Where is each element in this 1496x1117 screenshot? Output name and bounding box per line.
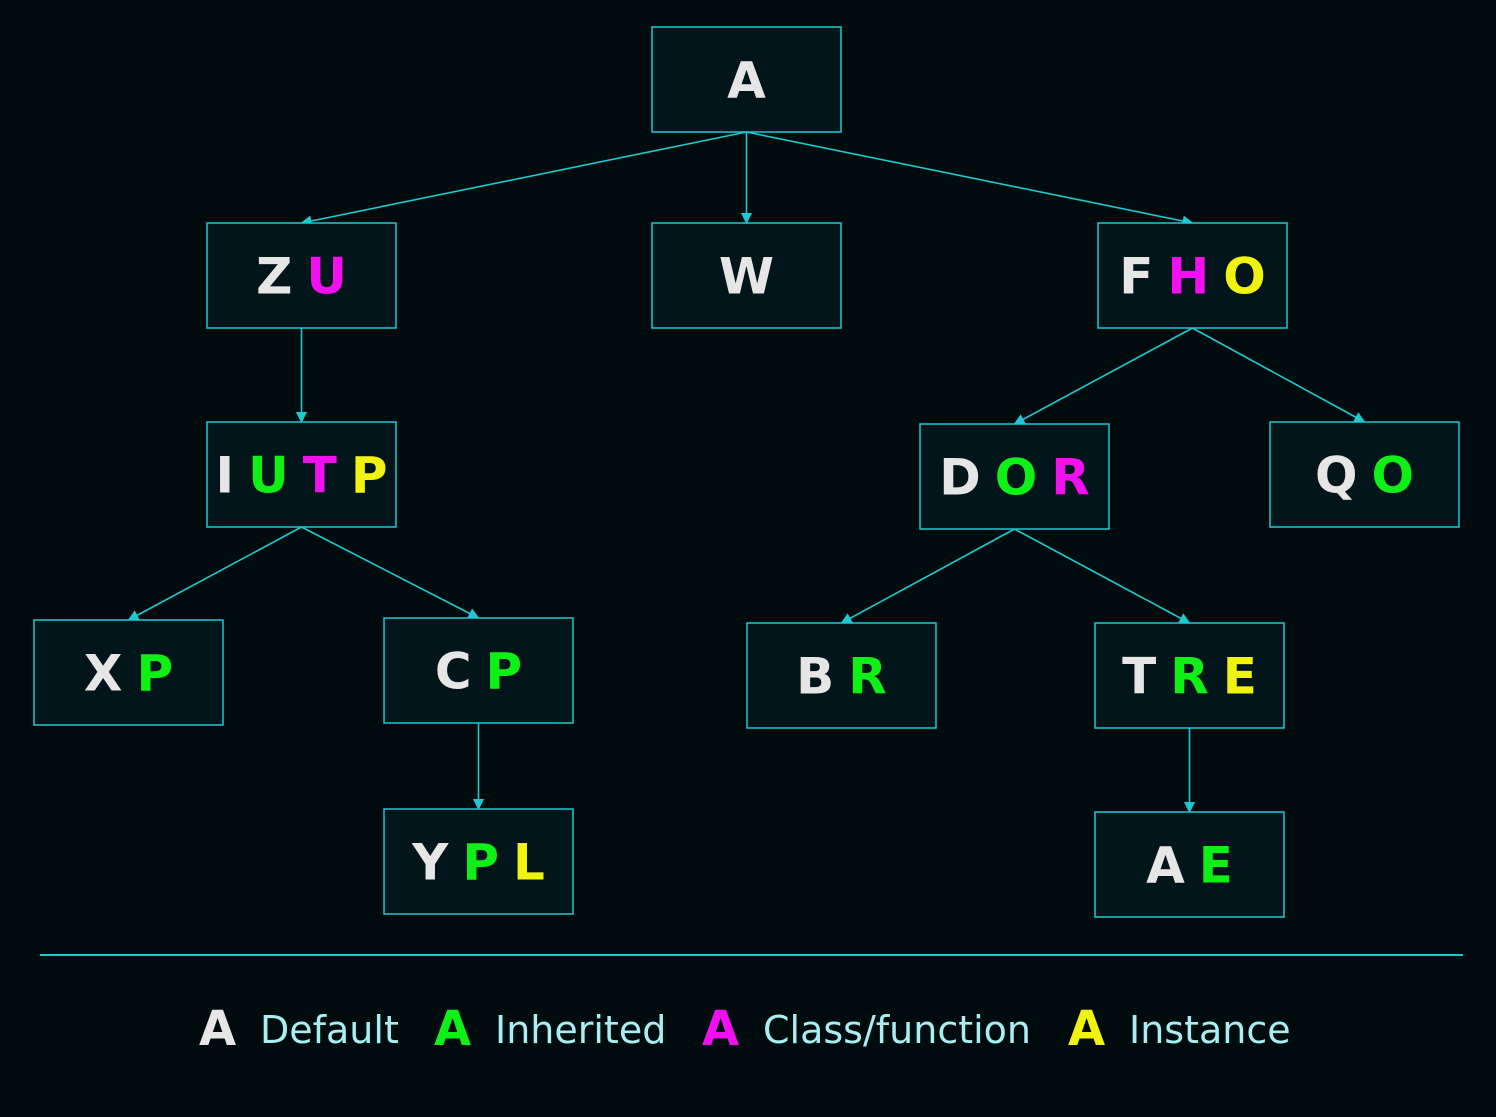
legend-label: Default — [260, 1008, 399, 1052]
node-token-inherited: U — [248, 447, 289, 505]
node-token-inherited: O — [995, 449, 1038, 507]
edge-n1-n2 — [300, 131, 747, 227]
legend-swatch: A — [434, 1001, 471, 1057]
edge-n4-n6 — [1013, 327, 1193, 425]
edge-n6-n10 — [840, 528, 1015, 624]
node-box — [746, 622, 937, 729]
node-label: W — [719, 248, 774, 306]
tree-node: A — [651, 26, 842, 133]
node-token-default: B — [796, 648, 834, 706]
node-box — [383, 808, 574, 915]
node-token-instance: O — [1223, 248, 1266, 306]
edges — [127, 131, 1366, 814]
node-token-default: A — [727, 52, 766, 110]
node-box — [651, 222, 842, 329]
node-label: A — [727, 52, 766, 110]
node-token-inherited: P — [462, 834, 499, 892]
node-token-instance: E — [1223, 648, 1257, 706]
node-box — [1094, 811, 1285, 918]
node-token-default: Q — [1315, 447, 1358, 505]
tree-node: W — [651, 222, 842, 329]
node-token-default: A — [1146, 837, 1185, 895]
legend-item-inherited: A Inherited — [434, 1001, 666, 1057]
legend-item-class_function: A Class/function — [702, 1001, 1031, 1057]
node-token-inherited: O — [1372, 447, 1415, 505]
node-token-inherited: R — [848, 648, 887, 706]
node-token-default: W — [719, 248, 774, 306]
node-token-class_function: U — [306, 248, 347, 306]
node-box — [33, 619, 224, 726]
node-box — [206, 421, 397, 528]
edge-n5-n9 — [301, 526, 480, 619]
node-token-default: Z — [256, 248, 292, 306]
node-box — [206, 222, 397, 329]
edge-n6-n11 — [1014, 528, 1191, 624]
edge-n5-n8 — [127, 526, 302, 621]
node-token-class_function: R — [1051, 449, 1090, 507]
node-token-default: F — [1119, 248, 1153, 306]
node-token-instance: L — [513, 834, 545, 892]
legend-item-instance: A Instance — [1068, 1001, 1291, 1057]
node-token-default: T — [1122, 648, 1156, 706]
legend-label: Inherited — [495, 1008, 666, 1052]
node-token-instance: P — [351, 447, 388, 505]
node-token-inherited: P — [136, 645, 173, 703]
node-box — [1094, 622, 1285, 729]
node-box — [651, 26, 842, 133]
node-token-default: Y — [411, 834, 449, 892]
node-token-inherited: P — [486, 643, 523, 701]
legend-swatch: A — [702, 1001, 739, 1057]
legend: A Default A Inherited A Class/function A Instan… — [199, 1001, 1291, 1057]
node-box — [1097, 222, 1288, 329]
node-token-inherited: R — [1170, 648, 1209, 706]
edge-n1-n4 — [746, 131, 1194, 227]
node-token-default: D — [939, 449, 981, 507]
node-token-inherited: E — [1199, 837, 1233, 895]
node-token-default: X — [84, 645, 123, 703]
node-token-class_function: T — [303, 447, 337, 505]
legend-label: Class/function — [763, 1008, 1031, 1052]
node-token-class_function: H — [1167, 248, 1209, 306]
edge-n4-n7 — [1192, 327, 1366, 423]
node-box — [1269, 421, 1460, 528]
legend-swatch: A — [1068, 1001, 1105, 1057]
node-box — [919, 423, 1110, 530]
legend-swatch: A — [199, 1001, 236, 1057]
node-box — [383, 617, 574, 724]
legend-label: Instance — [1129, 1008, 1291, 1052]
node-token-default: C — [435, 643, 472, 701]
legend-item-default: A Default — [199, 1001, 399, 1057]
node-token-default: I — [216, 447, 235, 505]
